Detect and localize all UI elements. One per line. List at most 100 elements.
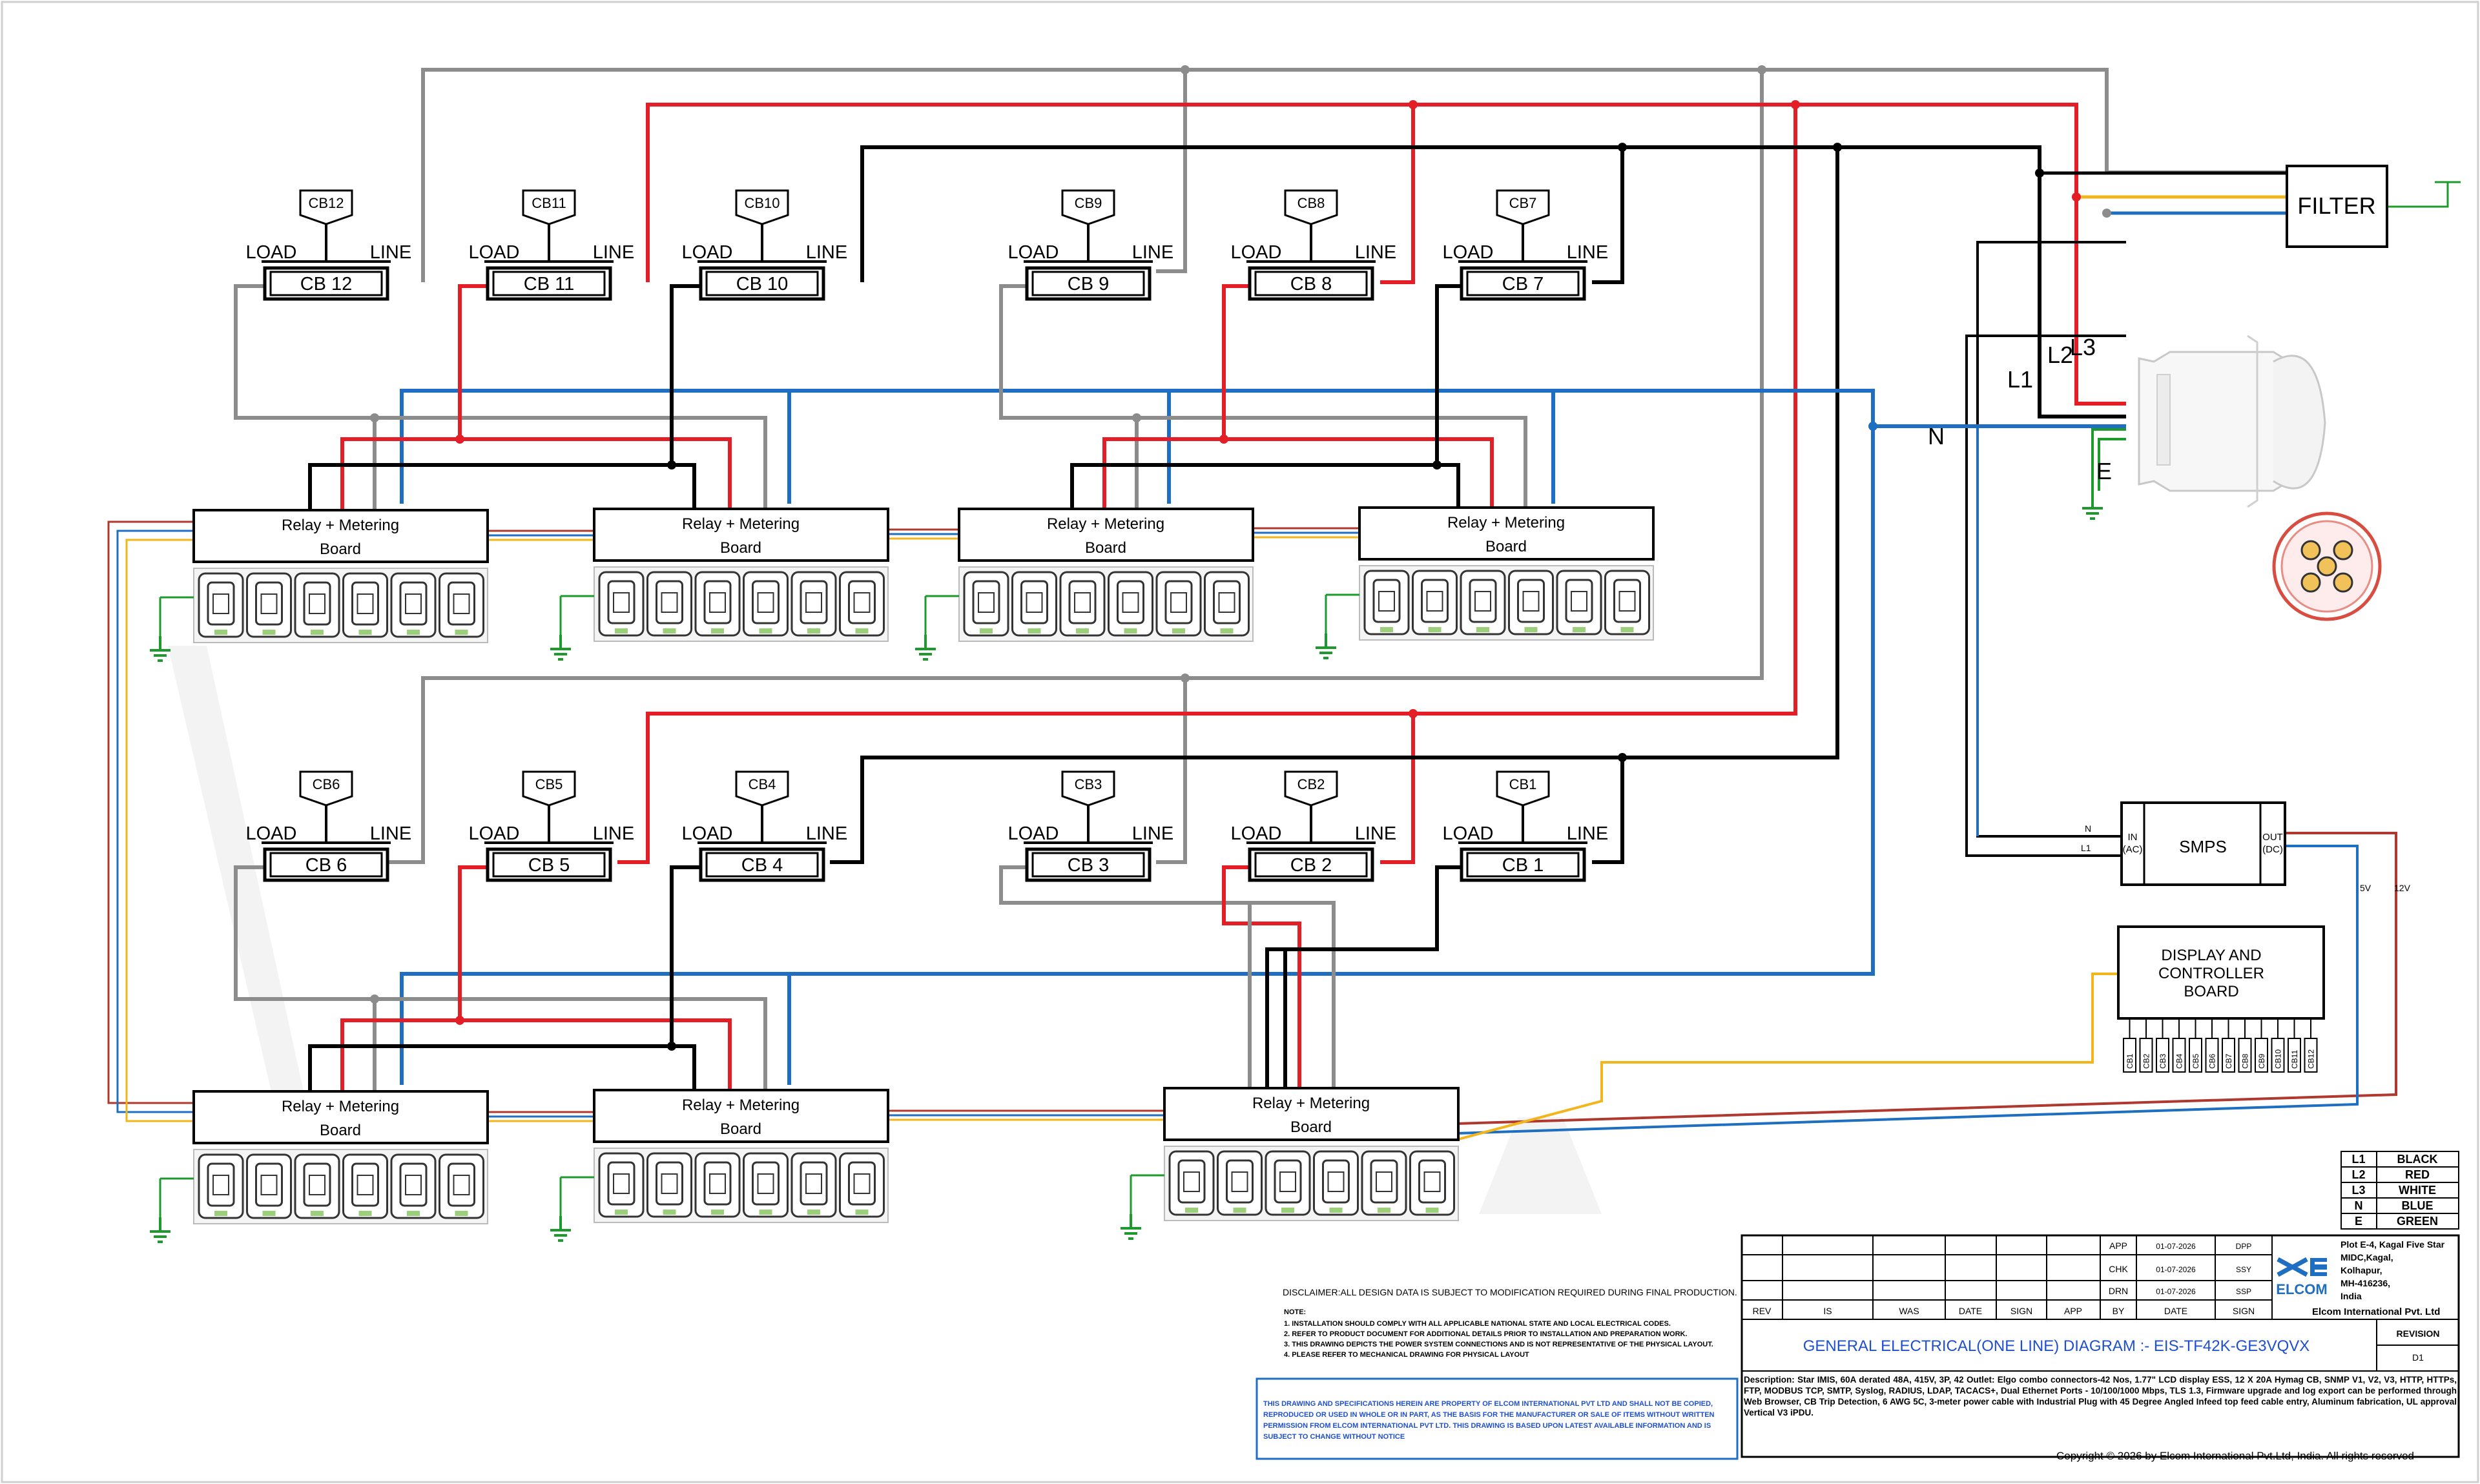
outlet-icon — [963, 571, 1009, 637]
wire — [1102, 437, 1224, 508]
breaker-line-label: LINE — [593, 823, 634, 844]
breaker-load-label: LOAD — [469, 823, 520, 844]
display-cb-tag-label: CB4 — [2175, 1053, 2184, 1069]
breaker-tag-icon — [735, 770, 789, 807]
breaker-tag-icon — [1496, 189, 1550, 225]
outlet-icon — [1556, 570, 1602, 635]
wire — [2098, 438, 2126, 491]
relay-board-line1: Relay + Metering — [282, 517, 399, 534]
legend-color-name: WHITE — [2399, 1184, 2436, 1197]
outlet-icon — [598, 1152, 645, 1218]
outlet-icon — [246, 572, 292, 638]
junction-dot — [1409, 100, 1418, 109]
outlet-icon — [839, 1152, 885, 1218]
outlet-icon — [390, 1153, 437, 1219]
breaker-tag: CB6 — [313, 776, 340, 792]
breaker-load-label: LOAD — [246, 823, 297, 844]
legend-color-name: BLUE — [2402, 1199, 2434, 1212]
wire — [1592, 147, 1624, 284]
breaker-load-label: LOAD — [1443, 242, 1494, 263]
outlet-icon — [646, 571, 692, 637]
outlet-icon — [1108, 571, 1153, 637]
smps-title: SMPS — [2179, 837, 2227, 856]
breaker-tag: CB3 — [1075, 776, 1102, 792]
outlet-icon — [743, 571, 789, 637]
outlet-strip — [1164, 1146, 1459, 1221]
junction-dot — [2102, 209, 2111, 218]
junction-dot — [1618, 753, 1627, 762]
wire — [860, 145, 2126, 418]
breaker-line-label: LINE — [1355, 242, 1396, 263]
breaker-label: CB 3 — [1068, 855, 1109, 876]
wire — [400, 389, 2126, 504]
breaker-label: CB 11 — [524, 274, 574, 294]
breaker-label: CB 7 — [1502, 274, 1544, 294]
wire — [1156, 70, 1187, 273]
relay-board-line1: Relay + Metering — [682, 1097, 800, 1114]
approval-drn-by: SSP — [2236, 1287, 2251, 1296]
display-cb-tag-label: CB9 — [2257, 1053, 2266, 1069]
breaker-tag: CB4 — [749, 776, 776, 792]
e-label: E — [2096, 458, 2112, 484]
outlet-icon — [1460, 570, 1506, 635]
breaker-load-label: LOAD — [246, 242, 297, 263]
notice-line-4: SUBJECT TO CHANGE WITHOUT NOTICE — [1263, 1433, 1405, 1441]
wire — [125, 539, 194, 1122]
wire — [340, 437, 460, 510]
display-cb-tag-label: CB11 — [2290, 1050, 2299, 1069]
relay-board-line2: Board — [720, 539, 761, 557]
breaker-tag-icon — [299, 189, 353, 225]
notice-line-2: REPRODUCED OR USED IN WHOLE OR IN PART, … — [1263, 1411, 1715, 1419]
outlet-icon — [1361, 1150, 1407, 1216]
relay-board-line1: Relay + Metering — [682, 515, 800, 533]
smps-block: SMPS IN (AC) OUT (DC) N L1 5V 12V — [2081, 801, 2411, 893]
legend-code: L1 — [2351, 1153, 2365, 1166]
outlet-icon — [646, 1152, 692, 1218]
breaker-label: CB 1 — [1502, 855, 1544, 876]
wire — [646, 103, 2126, 406]
junction-dot — [455, 435, 464, 444]
smps-in-top: IN — [2128, 832, 2138, 843]
property-notice: THIS DRAWING AND SPECIFICATIONS HEREIN A… — [1256, 1377, 1739, 1460]
breaker-line-label: LINE — [593, 242, 634, 263]
filter-block: FILTER — [2286, 165, 2388, 248]
breaker-tag: CB7 — [1509, 195, 1537, 211]
breaker-tag-icon — [522, 770, 576, 807]
n-label: N — [1928, 423, 1945, 449]
breaker-label: CB 8 — [1290, 274, 1332, 294]
display-cb-tag-label: CB5 — [2191, 1053, 2200, 1069]
wire — [1156, 678, 1187, 864]
outlet-icon — [1217, 1150, 1263, 1216]
wire — [458, 865, 732, 1091]
breaker-line-label: LINE — [370, 823, 411, 844]
wire — [1965, 335, 2126, 857]
outlet-icon — [1363, 570, 1410, 635]
breaker-line-label: LINE — [1132, 242, 1173, 263]
breaker-label: CB 12 — [300, 274, 353, 294]
wire — [1380, 714, 1415, 864]
breaker-load-label: LOAD — [1008, 823, 1059, 844]
outlet-icon — [294, 572, 340, 638]
junction-dot — [370, 994, 379, 1004]
notice-line-1: THIS DRAWING AND SPECIFICATIONS HEREIN A… — [1263, 1400, 1713, 1408]
breaker-load-label: LOAD — [1231, 242, 1282, 263]
breaker-tag: CB11 — [532, 195, 566, 211]
l1-label: L1 — [2007, 366, 2033, 393]
outlet-icon — [743, 1152, 789, 1218]
junction-dot — [370, 413, 379, 422]
wire — [999, 865, 1336, 1088]
approval-app-date: 01-07-2026 — [2156, 1242, 2196, 1251]
outlet-icon — [1313, 1150, 1359, 1216]
breaker-label: CB 5 — [528, 855, 570, 876]
outlet-icon — [790, 571, 837, 637]
outlet-icon — [790, 1152, 837, 1218]
junction-dot — [667, 460, 676, 469]
display-board-line2: CONTROLLER — [2158, 965, 2264, 982]
approval-drn-role: DRN — [2109, 1286, 2128, 1296]
